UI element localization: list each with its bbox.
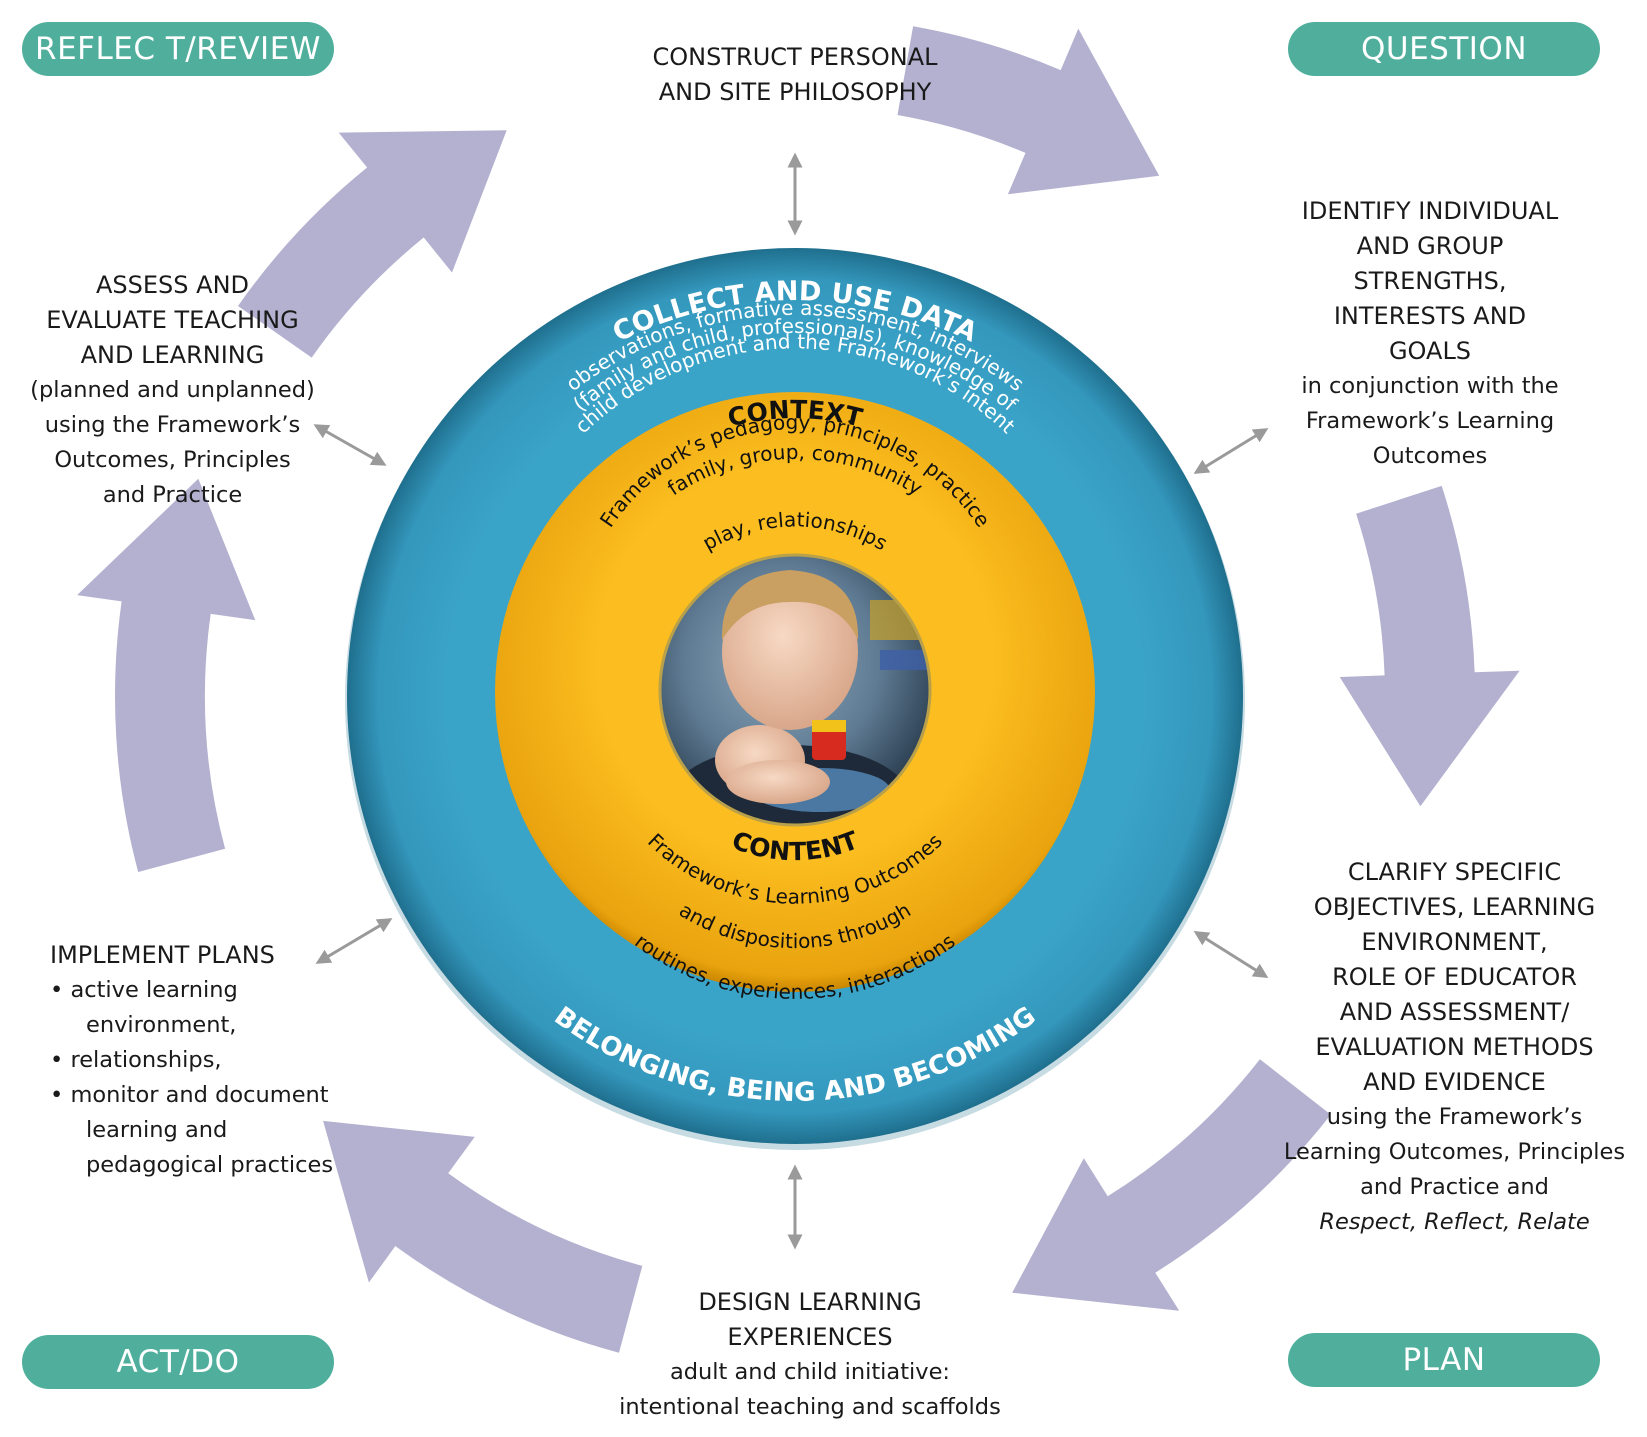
- stage-heading-line: ASSESS AND: [96, 271, 249, 299]
- child-photo: [660, 555, 930, 825]
- arrow-to-reflect: [238, 130, 507, 358]
- arrow-to-act: [323, 1120, 643, 1353]
- arrow-to-plan: [1012, 1059, 1331, 1311]
- list-item: • relationships,: [50, 1043, 380, 1078]
- stage-body-line: in conjunction with the: [1301, 373, 1559, 399]
- stage-body-line: and Practice: [102, 482, 243, 508]
- bullet: •: [50, 1082, 64, 1108]
- stage-heading-line: EVALUATE TEACHING: [46, 306, 299, 334]
- stage-construct-philosophy: CONSTRUCT PERSONAL AND SITE PHILOSOPHY: [560, 40, 1030, 110]
- stage-heading-line: CLARIFY SPECIFIC: [1347, 858, 1562, 886]
- connector-left-top: [313, 424, 387, 466]
- arrow-to-question: [897, 26, 1160, 195]
- stage-implement-plans: IMPLEMENT PLANS • active learning enviro…: [50, 938, 380, 1183]
- stage-body-line: Outcomes, Principles: [54, 447, 291, 473]
- stage-heading-line: AND SITE PHILOSOPHY: [658, 78, 932, 106]
- stage-heading-line: CONSTRUCT PERSONAL: [652, 43, 938, 71]
- list-item-text: monitor and document: [70, 1082, 329, 1108]
- stage-heading-line: EXPERIENCES: [727, 1323, 893, 1351]
- stage-heading-line: GOALS: [1388, 337, 1472, 365]
- stage-heading-line: OBJECTIVES, LEARNING: [1313, 893, 1596, 921]
- pill-reflect-label: REFLEC T/REVIEW: [35, 31, 321, 67]
- stage-body-line: intentional teaching and scaffolds: [619, 1394, 1001, 1420]
- stage-heading-line: STRENGTHS,: [1353, 267, 1507, 295]
- connector-left-bottom: [315, 918, 393, 964]
- pill-plan-label: PLAN: [1402, 1342, 1486, 1378]
- stage-heading-line: AND GROUP: [1356, 232, 1504, 260]
- stage-assess-evaluate: ASSESS AND EVALUATE TEACHING AND LEARNIN…: [10, 268, 335, 513]
- stage-body-line: Outcomes: [1372, 443, 1488, 469]
- list-item: • active learning: [50, 973, 380, 1008]
- stage-body-line: using the Framework’s: [44, 412, 301, 438]
- bullet: •: [50, 977, 64, 1003]
- arrow-to-assess: [77, 478, 256, 872]
- stage-body-line: Framework’s Learning: [1305, 408, 1555, 434]
- stage-heading-line: ENVIRONMENT,: [1361, 928, 1548, 956]
- arrow-to-identify: [1339, 485, 1520, 807]
- stage-body-line: Learning Outcomes, Principles: [1283, 1139, 1626, 1165]
- stage-heading-line: ROLE OF EDUCATOR: [1332, 963, 1577, 991]
- flow-arrows: [77, 26, 1520, 1353]
- stage-heading-line: DESIGN LEARNING: [698, 1288, 922, 1316]
- stage-heading-line: AND ASSESSMENT/: [1339, 998, 1570, 1026]
- pill-plan: PLAN: [1288, 1333, 1600, 1387]
- list-item-continuation: pedagogical practices: [86, 1152, 334, 1178]
- stage-heading-line: INTERESTS AND: [1333, 302, 1527, 330]
- pill-act-do: ACT/DO: [22, 1335, 334, 1389]
- stage-identify-strengths: IDENTIFY INDIVIDUAL AND GROUP STRENGTHS,…: [1250, 194, 1610, 474]
- pill-reflect-review: REFLEC T/REVIEW: [22, 22, 334, 76]
- stage-heading-line: EVALUATION METHODS: [1315, 1033, 1594, 1061]
- stage-italic-line: Respect, Reflect, Relate: [1319, 1209, 1590, 1235]
- list-item-continuation: learning and: [86, 1117, 228, 1143]
- stage-heading-line: AND LEARNING: [80, 341, 265, 369]
- list-item-text: active learning: [70, 977, 238, 1003]
- stage-body-line: (planned and unplanned): [30, 377, 315, 403]
- bullet: •: [50, 1047, 64, 1073]
- stage-body-line: and Practice and: [1360, 1174, 1549, 1200]
- stage-clarify-objectives: CLARIFY SPECIFIC OBJECTIVES, LEARNING EN…: [1262, 855, 1647, 1240]
- stage-heading-line: AND EVIDENCE: [1363, 1068, 1546, 1096]
- stage-heading-line: IDENTIFY INDIVIDUAL: [1301, 197, 1559, 225]
- pill-question: QUESTION: [1288, 22, 1600, 76]
- pill-act-label: ACT/DO: [116, 1344, 240, 1380]
- pill-question-label: QUESTION: [1360, 31, 1528, 67]
- list-item: • monitor and document: [50, 1078, 380, 1113]
- stage-design-experiences: DESIGN LEARNING EXPERIENCES adult and ch…: [590, 1285, 1030, 1425]
- list-item-continuation: environment,: [86, 1012, 237, 1038]
- list-item-text: relationships,: [70, 1047, 222, 1073]
- photo-frame: [658, 553, 932, 827]
- connector-right-top: [1193, 428, 1269, 474]
- stage-body-line: adult and child initiative:: [669, 1359, 951, 1385]
- connector-right-bottom: [1193, 931, 1269, 978]
- stage-body-line: using the Framework’s: [1326, 1104, 1583, 1130]
- stage-heading-line: IMPLEMENT PLANS: [50, 941, 275, 969]
